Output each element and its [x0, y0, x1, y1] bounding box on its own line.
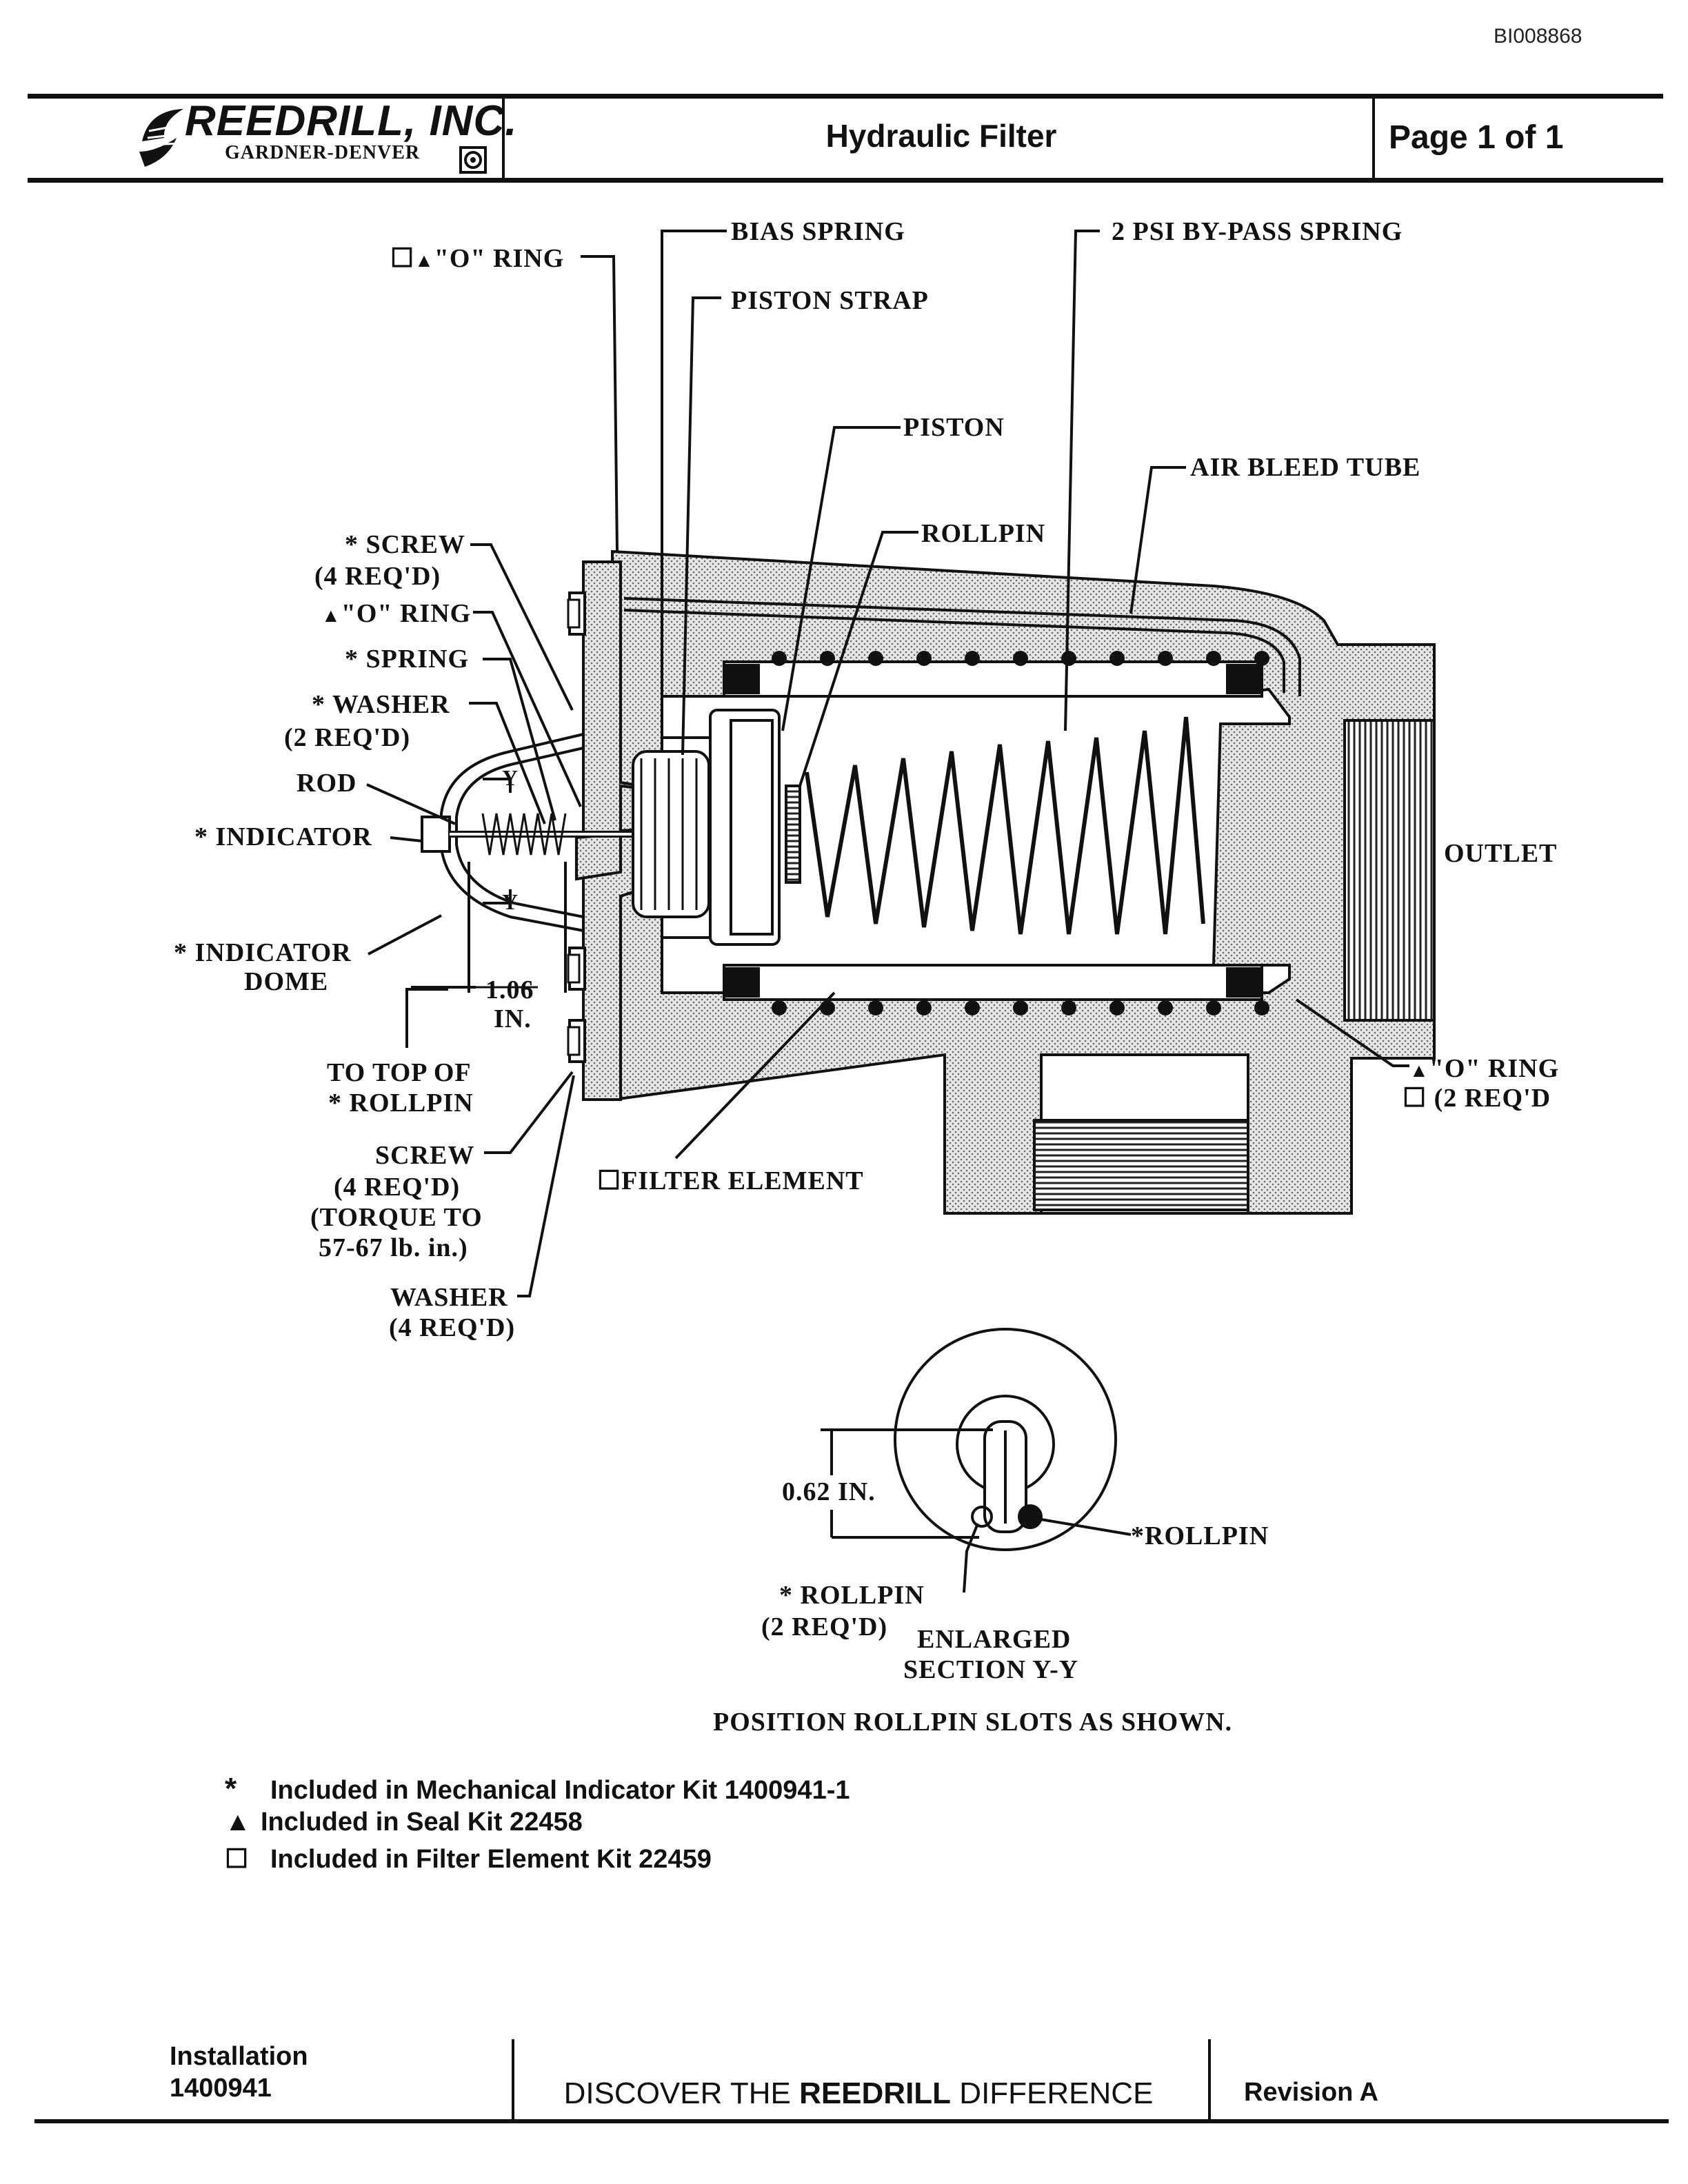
callout-rod: ROD: [297, 769, 357, 798]
section-marker-y-bottom: Y: [502, 889, 519, 914]
footer-rule: [34, 2119, 1669, 2123]
footer-divider-left: [512, 2039, 514, 2122]
star-symbol: *: [345, 530, 359, 559]
callout-to-top-rollpin: * ROLLPIN: [328, 1089, 474, 1118]
callout-torque-2: 57-67 lb. in.): [319, 1233, 468, 1262]
filter-element: [723, 660, 1263, 1001]
footer-revision: Revision A: [1244, 2078, 1378, 2107]
footer-installation-label: Installation: [170, 2042, 308, 2071]
footer-divider-right: [1208, 2039, 1211, 2122]
header-divider-right: [1372, 97, 1375, 179]
star-symbol: *: [328, 1089, 342, 1118]
star-symbol: *: [194, 822, 208, 851]
triangle-symbol: ▲: [321, 605, 341, 627]
page-number: Page 1 of 1: [1389, 119, 1564, 156]
callout-bias-spring: BIAS SPRING: [731, 217, 905, 246]
callout-to-top-of: TO TOP OF: [327, 1058, 472, 1087]
square-symbol: ☐: [1403, 1084, 1427, 1113]
callout-rollpin-right: *ROLLPIN: [1131, 1521, 1269, 1550]
gardner-denver-mark-icon: [459, 146, 487, 174]
enlarged-section: [821, 1328, 1132, 1593]
piston: [661, 696, 801, 993]
callout-o-ring-right: ▲"O" RING: [1409, 1054, 1560, 1083]
legend-item: ☐Included in Filter Element Kit 22459: [225, 1845, 712, 1874]
callout-indicator-dome: * INDICATOR: [174, 938, 352, 967]
callout-piston-strap: PISTON STRAP: [731, 286, 929, 315]
legend-item: *Included in Mechanical Indicator Kit 14…: [225, 1772, 850, 1806]
callout-screw-lower: SCREW: [375, 1141, 475, 1170]
dimension-106: 1.06: [485, 975, 534, 1004]
dimension-062: 0.62 IN.: [782, 1477, 876, 1506]
indicator-spring: [481, 813, 567, 856]
triangle-symbol: ▲: [414, 250, 434, 272]
square-symbol: ☐: [225, 1845, 249, 1874]
enlarged-caption-2: SECTION Y-Y: [903, 1655, 1079, 1684]
enlarged-caption-1: ENLARGED: [917, 1625, 1072, 1654]
callout-o-ring-left: ▲"O" RING: [321, 599, 472, 628]
header-top-rule: [28, 94, 1663, 99]
callout-washer-lower: WASHER: [390, 1283, 508, 1312]
logo-parent-name: GARDNER-DENVER: [225, 142, 421, 163]
star-symbol: *: [225, 1772, 237, 1806]
callout-spring: * SPRING: [345, 645, 470, 674]
callout-air-bleed-tube: AIR BLEED TUBE: [1190, 453, 1421, 482]
callout-indicator: * INDICATOR: [194, 822, 372, 851]
callout-screw-qty: (4 REQ'D): [314, 562, 441, 591]
section-marker-y-top: Y: [502, 765, 519, 790]
legend: *Included in Mechanical Indicator Kit 14…: [225, 1772, 850, 1879]
star-symbol: *: [174, 938, 188, 967]
star-symbol: *: [345, 645, 359, 674]
callout-rollpin-left-qty: (2 REQ'D): [761, 1612, 888, 1641]
callout-washer: * WASHER: [312, 690, 450, 719]
callout-screw: * SCREW: [345, 530, 465, 559]
dimension-106-unit: IN.: [494, 1004, 532, 1033]
filter-housing: [610, 549, 1436, 1215]
footer-slogan: DISCOVER THE REEDRILL DIFFERENCE: [563, 2076, 1154, 2110]
header-divider-left: [502, 97, 505, 179]
enlarged-note: POSITION ROLLPIN SLOTS AS SHOWN.: [713, 1708, 1233, 1737]
triangle-symbol: ▲: [225, 1808, 251, 1837]
leader-lines: [366, 230, 1409, 1297]
callout-washer-lower-qty: (4 REQ'D): [389, 1313, 516, 1342]
legend-item: ▲Included in Seal Kit 22458: [225, 1808, 583, 1837]
square-symbol: ☐: [597, 1166, 622, 1195]
callout-bypass-spring: 2 PSI BY-PASS SPRING: [1112, 217, 1403, 246]
callout-screw-lower-qty: (4 REQ'D): [334, 1173, 461, 1202]
callout-filter-element: ☐FILTER ELEMENT: [597, 1166, 864, 1195]
callout-indicator-dome-2: DOME: [244, 967, 329, 996]
bias-spring: [632, 750, 710, 918]
triangle-symbol: ▲: [1409, 1060, 1429, 1082]
callout-outlet: OUTLET: [1444, 839, 1558, 868]
callout-rollpin-left: * ROLLPIN: [779, 1581, 925, 1610]
callout-o-ring-right-qty: ☐ (2 REQ'D: [1403, 1084, 1551, 1113]
star-symbol: *: [779, 1581, 793, 1610]
bypass-spring: [805, 716, 1205, 935]
cover-bolts: [567, 598, 581, 1056]
footer-brand: REEDRILL: [799, 2076, 952, 2110]
star-symbol: *: [312, 690, 325, 719]
page-title: Hydraulic Filter: [825, 118, 1057, 154]
reedrill-logo-icon: [139, 109, 187, 167]
header-bottom-rule: [28, 178, 1663, 183]
callout-o-ring-top: ☐▲"O" RING: [390, 244, 565, 273]
callout-torque-1: (TORQUE TO: [310, 1203, 483, 1232]
callout-piston: PISTON: [903, 413, 1005, 442]
square-symbol: ☐: [390, 244, 415, 273]
star-symbol: *: [1131, 1521, 1145, 1550]
footer-installation: Installation 1400941: [170, 2041, 308, 2104]
logo-company-name: REEDRILL, INC.: [185, 97, 518, 145]
callout-washer-qty: (2 REQ'D): [284, 723, 411, 752]
footer-part-number: 1400941: [170, 2074, 272, 2103]
document-id: BI008868: [1494, 25, 1582, 48]
callout-rollpin: ROLLPIN: [921, 519, 1046, 548]
